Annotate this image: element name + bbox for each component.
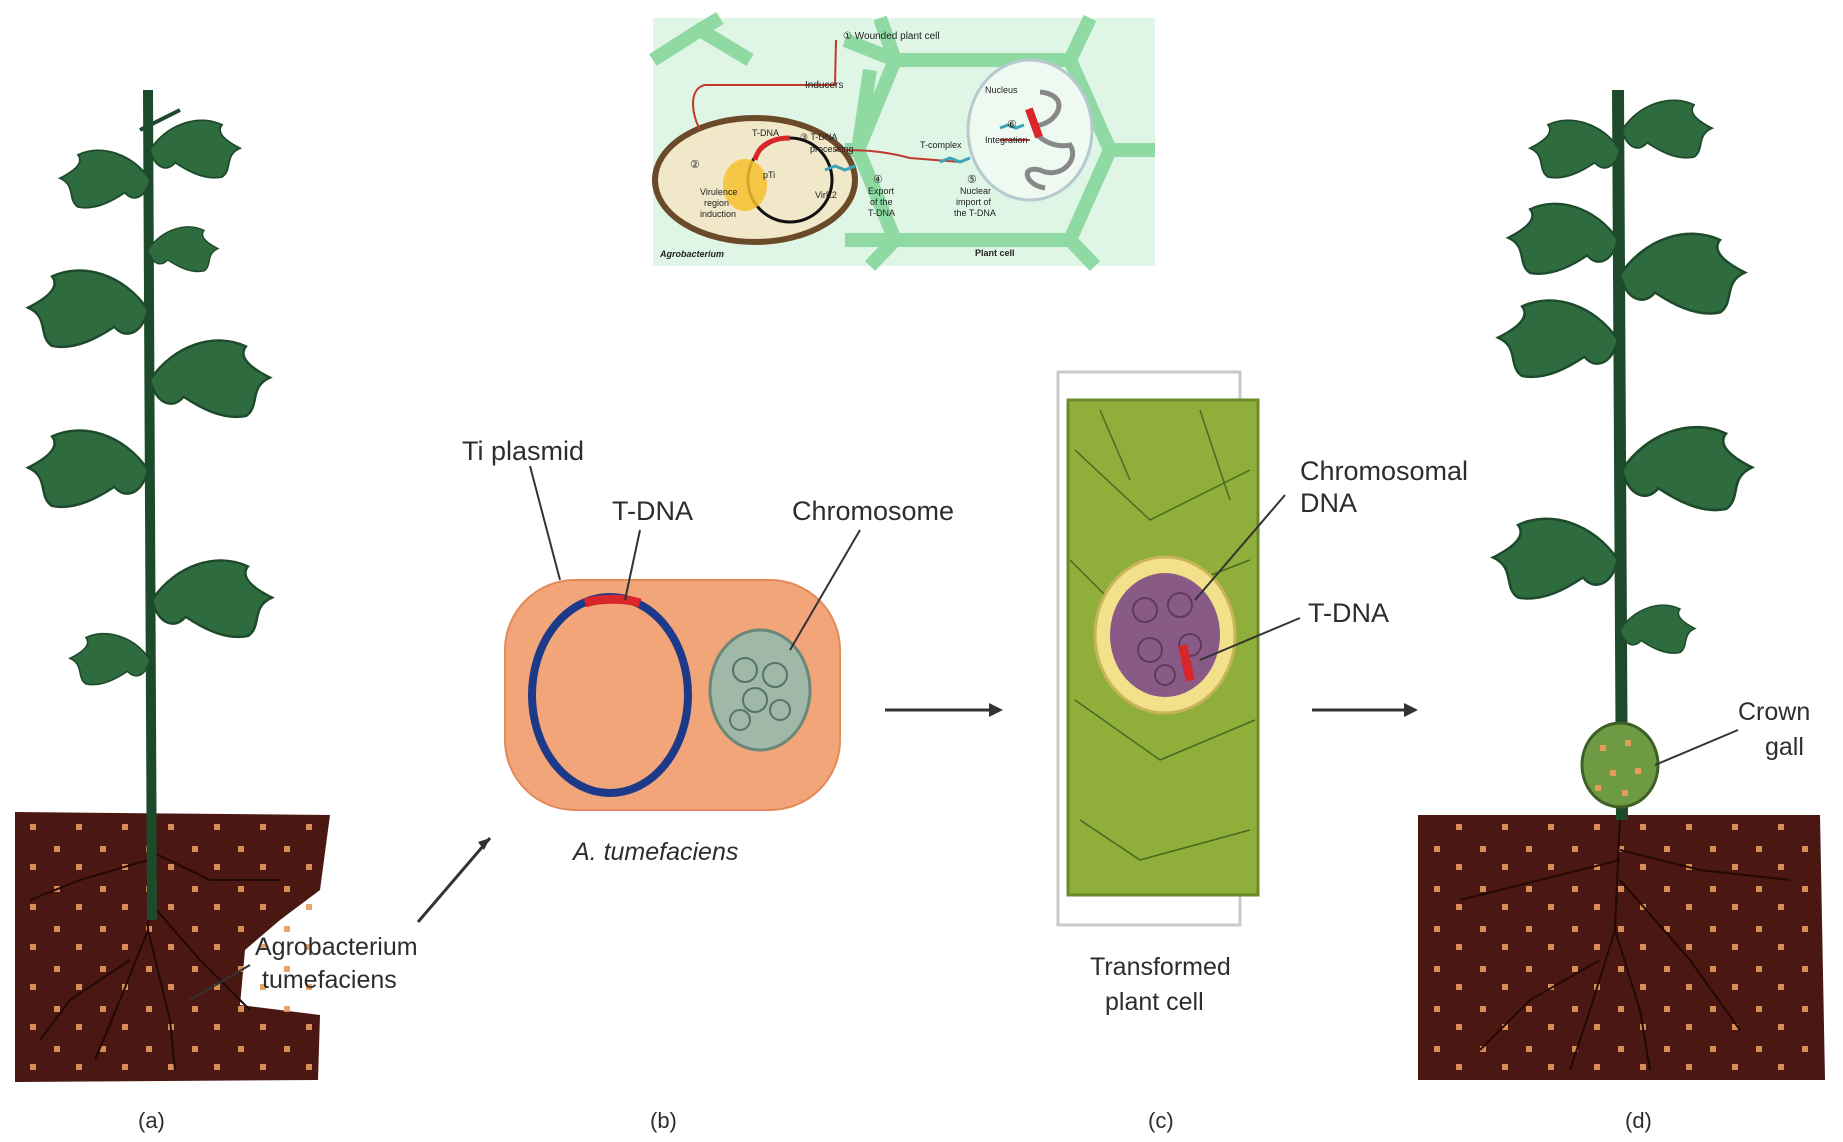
inset-nuclear-2: import of [956,197,992,207]
panel-d-leaf [1493,519,1618,599]
chromosomal-label-1: Chromosomal [1300,456,1468,486]
panel-a-label-2: tumefaciens [262,966,397,994]
panel-d: Crown gall (d) [1418,90,1825,1133]
inset-step6: ⑥ [1007,119,1017,131]
tdna-segment [585,599,640,603]
inset-virulence-3: induction [700,209,736,219]
panel-a-leaf [150,340,270,416]
chromosomal-label-2: DNA [1300,488,1357,518]
inset-nucleus-label: Nucleus [985,85,1018,95]
crown-label-2: gall [1765,733,1804,761]
inset-plant-cell-label: Plant cell [975,248,1015,258]
crown-gall-leader [1655,730,1738,765]
inset-virulence-glow [723,159,767,211]
panel-d-leaf [1498,300,1618,376]
inset-nuclear-3: the T-DNA [954,208,996,218]
transformed-label-1: Transformed [1090,953,1231,981]
arrow-b-to-c-head [989,703,1003,717]
chromosome-label: Chromosome [792,496,954,526]
panel-d-leaf [1620,234,1745,314]
panel-a-label-1: Agrobacterium [255,933,418,961]
panel-d-leaf [1530,120,1620,177]
inset-virulence-1: Virulence [700,187,737,197]
inset-virulence-2: region [704,198,729,208]
tdna-c-label: T-DNA [1308,598,1389,628]
panel-c-caption: (c) [1148,1108,1174,1133]
inset-vire2-label: VirE2 [815,190,837,200]
tdna-label: T-DNA [612,496,693,526]
crown-gall [1582,723,1658,807]
panel-a-leaf [148,227,218,272]
inset-agrobacterium-label: Agrobacterium [659,249,724,259]
panel-d-leaf [1622,427,1752,510]
inset-panel: ① Wounded plant cell Inducers ② Virulenc… [653,18,1155,266]
panel-a-leaf [152,560,272,636]
panel-d-leaf [1620,605,1695,653]
panel-a-leaf [150,120,240,177]
inset-vire2-strand [825,166,855,170]
panel-a-leaf [28,430,148,506]
panel-a-caption: (a) [138,1108,165,1133]
inset-step5: ⑤ [967,174,977,186]
panel-b-caption: (b) [650,1108,677,1133]
panel-a-leaf [28,270,148,346]
panel-a-stem [148,90,152,920]
inset-export-3: T-DNA [868,208,895,218]
inset-tdna-label: T-DNA [752,128,779,138]
panel-d-leaf [1508,204,1618,274]
panel-a-leaf [70,634,150,685]
panel-d-caption: (d) [1625,1108,1652,1133]
inset-step3: ③ T-DNA [800,132,837,142]
arrow-c-to-d-head [1404,703,1418,717]
panel-d-stem [1618,90,1622,820]
panel-c: Chromosomal DNA T-DNA Transformed plant … [1058,372,1468,1133]
ti-plasmid-label: Ti plasmid [462,436,584,466]
inset-integration-label: Integration [985,135,1028,145]
panel-b: Ti plasmid T-DNA Chromosome A. tumefacie… [462,436,954,1133]
inset-pti-label: pTi [763,170,775,180]
species-label: A. tumefaciens [571,838,738,866]
inset-tcomplex-label: T-complex [920,140,962,150]
arrow-a-to-b [418,838,490,922]
panel-a: Agrobacterium tumefaciens (a) [15,90,418,1133]
inset-tcomplex-strand [940,158,970,162]
inset-nuclear-1: Nuclear [960,186,991,196]
transformed-label-2: plant cell [1105,988,1204,1016]
ti-plasmid-leader [530,466,560,580]
inset-wounded-label: ① Wounded plant cell [843,31,940,42]
panel-a-leaf [60,150,150,207]
inset-processing: processing [810,144,854,154]
crown-label-1: Crown [1738,698,1810,726]
inset-inducers-label: Inducers [805,80,843,91]
panel-d-leaf [1622,100,1712,157]
inset-export-2: of the [870,197,893,207]
inset-step4: ④ [873,174,883,186]
inset-step2: ② [690,159,700,171]
inset-export-1: Export [868,186,895,196]
